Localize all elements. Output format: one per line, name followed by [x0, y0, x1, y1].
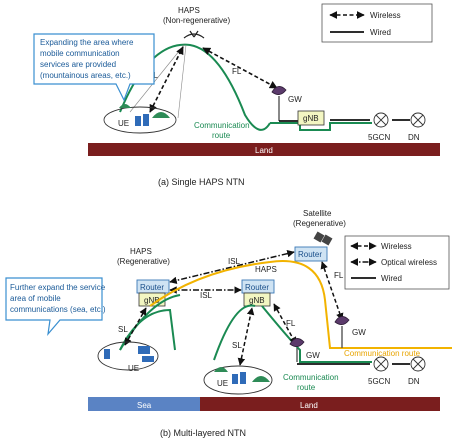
gw-label-b1: GW: [352, 328, 366, 337]
land-band-a: [88, 143, 440, 156]
legend-b-wired: Wired: [381, 274, 402, 283]
diagram-a: Wireless Wired HAPS (Non-regenerative) S…: [33, 3, 440, 187]
gw-a-icon: [271, 86, 287, 121]
route-green-label-2: route: [297, 383, 316, 392]
gw-label-a: GW: [288, 95, 302, 104]
ue-a-devices: [119, 104, 170, 126]
router-haps1-label: Router: [140, 283, 164, 292]
caption-a: (a) Single HAPS NTN: [158, 177, 245, 187]
ue-b2-devices: [214, 367, 270, 384]
legend-b-optical: Optical wireless: [381, 258, 437, 267]
fl-link-b2: [273, 303, 297, 345]
land-band-a-label: Land: [255, 146, 273, 155]
sl-label-b2: SL: [232, 341, 242, 350]
callout-b-line-3: communications (sea, etc.): [10, 305, 106, 314]
sl-link-b1: [124, 307, 147, 346]
haps2-label: HAPS: [255, 265, 277, 274]
land-band-b-label: Land: [300, 401, 318, 410]
ue-area-b1: [97, 341, 159, 371]
satellite-icon: [313, 231, 333, 246]
ue-label-b1: UE: [128, 364, 139, 373]
ue-area-b2: [203, 365, 273, 395]
satellite-sublabel: (Regenerative): [293, 219, 346, 228]
fl-label-b1: FL: [334, 271, 344, 280]
dn-b-label: DN: [408, 377, 420, 386]
sl-label-b1: SL: [118, 325, 128, 334]
diagram-b: Wireless Optical wireless Wired Satellit…: [5, 209, 452, 438]
isl-link-upper: [169, 249, 295, 285]
core-a-label: 5GCN: [368, 133, 390, 142]
dn-b-icon: [410, 356, 426, 372]
gnb-haps1-label: gNB: [144, 296, 160, 305]
callout-a-line-1: Expanding the area where: [40, 38, 134, 47]
core-b-label: 5GCN: [368, 377, 390, 386]
legend-wired-label: Wired: [370, 28, 391, 37]
callout-b: Further expand the service area of mobil…: [5, 277, 106, 336]
gnb-haps2-label: gNB: [249, 296, 265, 305]
ue-b1-devices: [104, 346, 154, 362]
haps-a-sublabel: (Non-regenerative): [163, 16, 230, 25]
sea-band-label: Sea: [137, 401, 152, 410]
fl-label-a: FL: [232, 67, 242, 76]
core-a-icon: [373, 112, 389, 128]
route-orange-label: Communication route: [344, 349, 421, 358]
gw-b2-icon: [289, 338, 305, 362]
ue-label-a: UE: [118, 119, 129, 128]
callout-a: Expanding the area where mobile communic…: [33, 33, 155, 102]
route-a-label-1: Communication: [194, 121, 250, 130]
legend-wireless-label: Wireless: [370, 11, 401, 20]
callout-b-line-1: Further expand the service: [10, 283, 106, 292]
ue-area-a: [103, 106, 177, 134]
gnb-a-box: [297, 110, 325, 126]
legend-b-wireless: Wireless: [381, 242, 412, 251]
callout-a-line-4: (mountainous areas, etc.): [40, 71, 131, 80]
sl-link-a: [149, 46, 184, 113]
route-a-label-2: route: [212, 131, 231, 140]
dn-a-icon: [410, 112, 426, 128]
haps-a-icon: [183, 30, 205, 39]
gnb-haps2-box: [243, 292, 271, 307]
gnb-a-label: gNB: [303, 114, 319, 123]
sl-link-b2: [237, 307, 255, 366]
fl-link-a: [202, 47, 278, 89]
satellite-label: Satellite: [303, 209, 332, 218]
callout-b-line-2: area of mobile: [10, 294, 61, 303]
haps1-sublabel: (Regenerative): [117, 257, 170, 266]
callout-a-line-3: services are provided: [40, 60, 116, 69]
legend-a: Wireless Wired: [321, 3, 433, 43]
isl-label-upper: ISL: [228, 257, 241, 266]
router-sat-label: Router: [298, 250, 322, 259]
callout-a-line-2: mobile communication: [40, 49, 120, 58]
core-b-icon: [373, 356, 389, 372]
fl-link-b1: [320, 261, 344, 321]
sea-band-b: [88, 397, 200, 411]
isl-label-lower: ISL: [200, 291, 213, 300]
caption-b: (b) Multi-layered NTN: [160, 428, 246, 438]
legend-b: Wireless Optical wireless Wired: [344, 235, 450, 290]
gw-label-b2: GW: [306, 351, 320, 360]
ue-label-b2: UE: [217, 379, 228, 388]
haps-a-label: HAPS: [178, 6, 200, 15]
haps1-label: HAPS: [130, 247, 152, 256]
dn-a-label: DN: [408, 133, 420, 142]
land-band-b: [200, 397, 440, 411]
fl-label-b2: FL: [286, 319, 296, 328]
gw-b1-icon: [334, 316, 350, 348]
router-haps2-label: Router: [245, 283, 269, 292]
router-sat-box: [294, 246, 328, 262]
route-green-label-1: Communication: [283, 373, 339, 382]
